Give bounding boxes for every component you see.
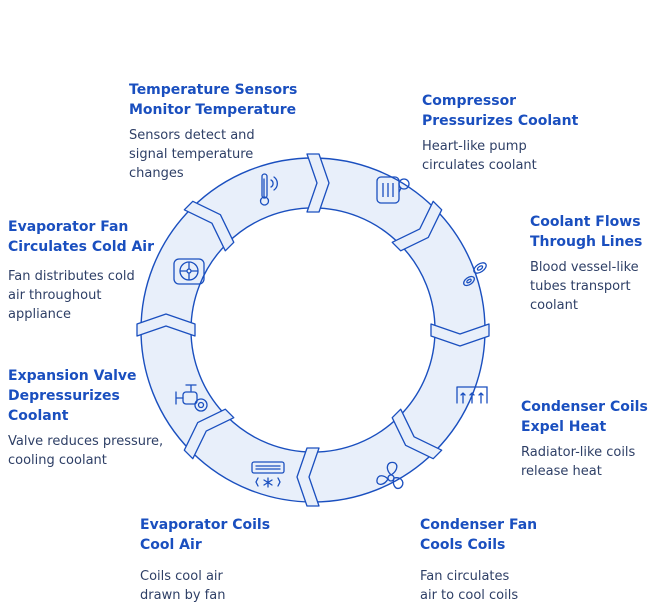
- stage-title: Condenser Fan Cools Coils: [420, 517, 538, 553]
- fan-icon: [376, 461, 404, 490]
- heater-icon: [456, 386, 488, 404]
- stage-description: Sensors detect and signal temperature ch…: [129, 128, 255, 181]
- stage-title: Coolant Flows Through Lines: [530, 214, 643, 250]
- label-expansion-valve: Expansion Valve Depressurizes Coolant Va…: [8, 366, 163, 470]
- fan-unit-icon: [173, 258, 205, 285]
- valve-icon: [175, 384, 208, 412]
- stage-title: Condenser Coils Expel Heat: [521, 399, 648, 435]
- flow-arrow-divider: [391, 408, 443, 460]
- flow-arrow-divider: [296, 447, 320, 507]
- stage-description: Blood vessel-like tubes transport coolan…: [530, 260, 639, 313]
- thermometer-icon: [259, 173, 278, 206]
- stage-title: Evaporator Coils Cool Air: [140, 517, 271, 553]
- stage-title: Evaporator Fan Circulates Cold Air: [8, 219, 155, 255]
- stage-description: Fan distributes cold air throughout appl…: [8, 269, 135, 322]
- flow-arrow-divider: [183, 408, 235, 460]
- flow-arrow-divider: [430, 323, 490, 347]
- stage-description: Valve reduces pressure, cooling coolant: [8, 434, 164, 468]
- label-evaporator-coils: Evaporator Coils Cool Air Coils cool air…: [140, 515, 270, 605]
- label-coolant-flows: Coolant Flows Through Lines Blood vessel…: [530, 212, 642, 315]
- stage-description: Coils cool air drawn by fan: [140, 569, 226, 603]
- stage-description: Fan circulates air to cool coils: [420, 569, 519, 603]
- flow-arrow-divider: [391, 200, 443, 252]
- label-compressor: Compressor Pressurizes Coolant Heart-lik…: [422, 91, 578, 175]
- flow-arrow-divider: [306, 153, 330, 213]
- stage-description: Radiator-like coils release heat: [521, 445, 636, 479]
- label-temperature-sensors: Temperature Sensors Monitor Temperature …: [129, 80, 297, 183]
- label-evaporator-fan: Evaporator Fan Circulates Cold Air Fan d…: [8, 217, 154, 324]
- compressor-icon: [376, 176, 410, 204]
- flow-arrow-divider: [136, 313, 196, 337]
- stage-description: Heart-like pump circulates coolant: [422, 139, 537, 173]
- stage-title: Expansion Valve Depressurizes Coolant: [8, 368, 137, 424]
- label-condenser-fan: Condenser Fan Cools Coils Fan circulates…: [420, 515, 537, 605]
- air-conditioner-icon: [251, 461, 285, 488]
- label-condenser-coils: Condenser Coils Expel Heat Radiator-like…: [521, 397, 648, 481]
- flow-arrow-divider: [183, 200, 235, 252]
- blood-cells-icon: [463, 262, 487, 287]
- stage-title: Compressor Pressurizes Coolant: [422, 93, 579, 129]
- stage-title: Temperature Sensors Monitor Temperature: [129, 82, 298, 118]
